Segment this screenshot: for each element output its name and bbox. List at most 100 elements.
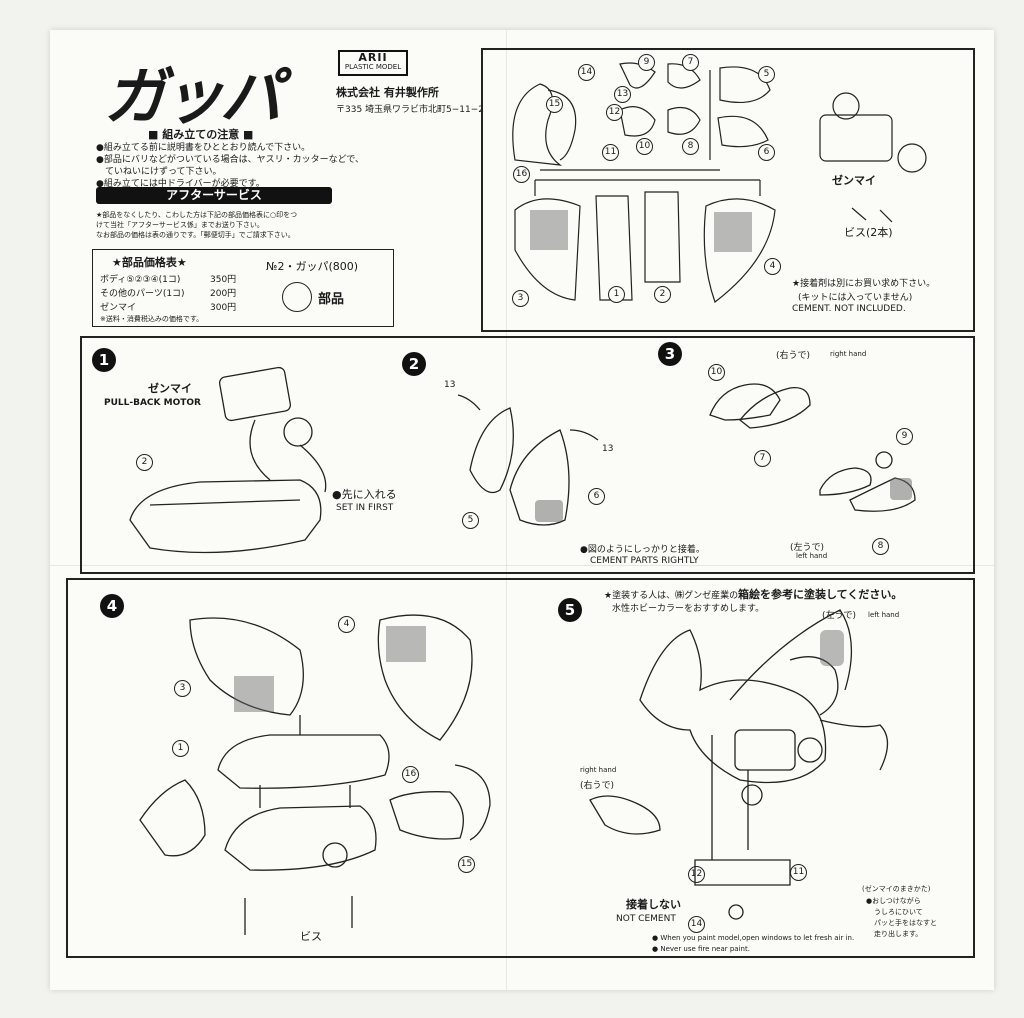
service-line-2: けて当社「アフターサービス係」までお送り下さい。 [96,221,264,229]
step1-motor-en: PULL-BACK MOTOR [104,398,201,408]
step2-cement-en: CEMENT PARTS RIGHTLY [590,556,699,566]
step-5-number: 5 [558,598,582,622]
step3-left-hand-jp: (左うで) [790,543,825,553]
step4-part-4: 4 [338,616,355,633]
spring-line-1: ●おしつけながら [866,897,921,905]
step3-part-7: 7 [754,450,771,467]
step5-no-cement-jp: 接着しない [626,898,681,911]
part-number-16: 16 [513,166,530,183]
step5-right-hand-jp: (右うで) [580,781,615,791]
cement-note-jp: ★接着剤は別にお買い求め下さい。 [792,279,936,289]
part-number-7: 7 [682,54,699,71]
price-note: ※送料・消費税込みの価格です。 [100,315,204,323]
notice-line-1: ●組み立てる前に説明書をひととおり読んで下さい。 [96,143,311,153]
part-number-8: 8 [682,138,699,155]
step1-set-first-en: SET IN FIRST [336,503,394,513]
fold-line-horizontal [50,565,994,566]
price-row-1-price: 350円 [210,275,237,285]
step5-right-hand-en: right hand [580,766,617,774]
parts-label: 部品 [318,292,345,307]
step4-part-15: 15 [458,856,475,873]
step1-set-first-jp: ●先に入れる [332,488,397,501]
maker-logo-sub: PLASTIC MODEL [344,63,402,71]
part-number-15: 15 [546,96,563,113]
part-number-1: 1 [608,286,625,303]
part-number-10: 10 [636,138,653,155]
step4-part-16: 16 [402,766,419,783]
spring-line-3: パッと手をはなすと [874,919,937,927]
maker-logo-text: ARII [358,51,388,64]
step4-part-1: 1 [172,740,189,757]
part-number-9: 9 [638,54,655,71]
step3-left-hand-en: left hand [796,552,828,560]
cement-note-en: CEMENT. NOT INCLUDED. [792,304,906,314]
step2-part-13b: 13 [602,444,614,454]
step2-part-13a: 13 [444,380,456,390]
parts-screw-label: ビス(2本) [844,226,893,239]
cement-note-jp2: (キットには入っていません) [798,293,913,303]
parts-circle [282,282,312,312]
fold-line-vertical [506,30,507,990]
step1-motor-jp: ゼンマイ [148,382,192,395]
page-title: ガッパ [104,60,282,133]
spring-title: (ゼンマイのまきかた) [862,885,931,893]
maker-logo: ARII PLASTIC MODEL [338,50,408,76]
step3-part-10: 10 [708,364,725,381]
step5-left-hand-en: left hand [868,611,900,619]
step3-right-hand-jp: (右うで) [776,351,811,361]
step-2-number: 2 [402,352,426,376]
step3-part-8: 8 [872,538,889,555]
step-4-number: 4 [100,594,124,618]
part-number-5: 5 [758,66,775,83]
price-row-2-item: その他のパーツ(1コ) [100,289,185,299]
price-row-3-price: 300円 [210,303,237,313]
spring-line-4: 走り出します。 [874,930,923,938]
parts-panel [481,48,975,332]
step4-part-3: 3 [174,680,191,697]
model-number: №2・ガッパ(800) [266,260,359,273]
service-line-1: ★部品をなくしたり、こわした方は下記の部品価格表に○印をつ [96,211,298,219]
step5-paint-note-2: 水性ホビーカラーをおすすめします。 [612,604,765,614]
step-1-number: 1 [92,348,116,372]
step4-screw-label: ビス [300,930,322,943]
notice-line-4: ●組み立てには中ドライバーが必要です。 [96,179,265,189]
paint-footer-1: ● When you paint model,open windows to l… [652,934,855,942]
part-number-11: 11 [602,144,619,161]
step5-left-hand-jp: (左うで) [822,611,857,621]
step-3-number: 3 [658,342,682,366]
notice-line-3: ていねいにけずって下さい。 [96,167,222,177]
step5-part-12: 12 [688,866,705,883]
part-number-6: 6 [758,144,775,161]
price-row-1-item: ボディ⑤②③④(1コ) [100,275,181,285]
step2-part-5: 5 [462,512,479,529]
after-service-banner: アフターサービス [96,187,332,204]
step3-part-9: 9 [896,428,913,445]
steps-1-3-panel [80,336,975,574]
price-row-3-item: ゼンマイ [100,303,137,313]
step3-right-hand-en: right hand [830,350,867,358]
step1-part-2: 2 [136,454,153,471]
part-number-3: 3 [512,290,529,307]
part-number-14: 14 [578,64,595,81]
step5-paint-note-1: ★塗装する人は、㈱グンゼ産業の [604,591,739,601]
price-table [92,249,394,327]
steps-4-5-panel [66,578,975,958]
step2-cement-jp: ●図のようにしっかりと接着。 [580,545,705,555]
part-number-12: 12 [606,104,623,121]
part-number-13: 13 [614,86,631,103]
step5-box-art-note: 箱絵を参考に塗装してください。 [738,588,903,601]
step5-part-14: 14 [688,916,705,933]
parts-motor-label: ゼンマイ [832,174,876,187]
paint-footer-2: ● Never use fire near paint. [652,945,750,953]
step2-part-6: 6 [588,488,605,505]
spring-line-2: うしろにひいて [874,908,923,916]
price-table-heading: ★部品価格表★ [112,256,187,269]
part-number-2: 2 [654,286,671,303]
part-number-4: 4 [764,258,781,275]
company-name: 株式会社 有井製作所 [336,86,439,99]
assembly-notice-heading: ■ 組み立ての注意 ■ [148,128,254,141]
price-row-2-price: 200円 [210,289,237,299]
